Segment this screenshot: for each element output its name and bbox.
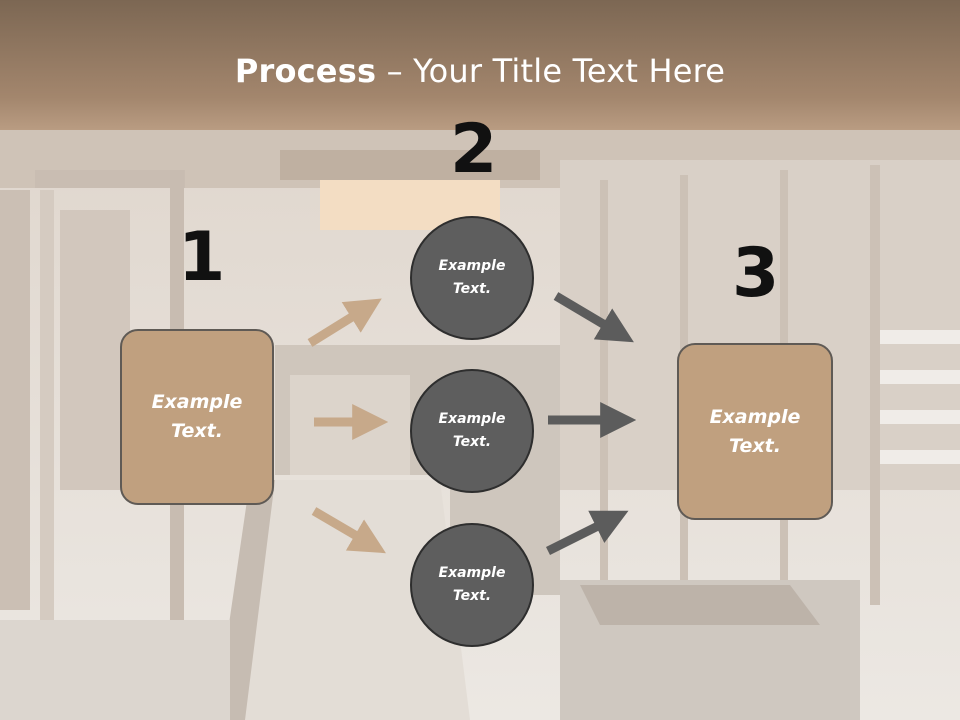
arrow-1-to-2a [307,298,382,347]
step-3-text: Example Text. [709,405,801,457]
slide-title: Process – Your Title Text Here [0,52,960,90]
arrow-1-to-2c [311,507,386,554]
step-2-number: 2 [450,110,498,189]
step-2-circle-1: Example Text. [410,216,534,340]
step-1-box: Example Text. [120,329,274,505]
arrow-2a-to-3 [553,292,634,343]
arrow-2c-to-3 [545,510,629,556]
step-1-text: Example Text. [151,391,243,442]
step-2-circle-2-text: Example Text. [438,411,506,450]
step-2-circle-1-text: Example Text. [438,258,506,297]
step-2-circle-3-text: Example Text. [438,565,506,604]
title-rest: – Your Title Text Here [376,52,726,90]
step-1-number: 1 [178,218,226,297]
title-bold: Process [234,52,377,90]
step-3-box: Example Text. [677,343,833,520]
step-3-number: 3 [732,234,780,313]
step-2-circle-2: Example Text. [410,369,534,493]
step-2-circle-3: Example Text. [410,523,534,647]
